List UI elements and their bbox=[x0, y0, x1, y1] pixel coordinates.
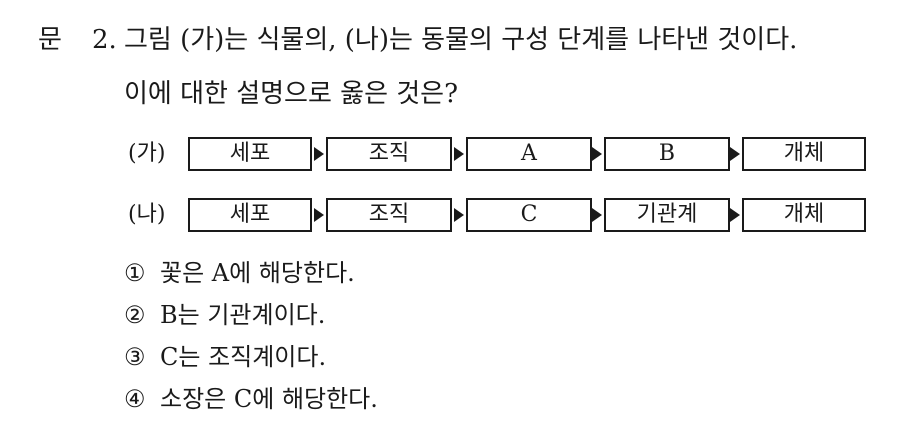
answer-option-1[interactable]: ① 꽃은 A에 해당한다. bbox=[124, 258, 355, 288]
animal-row-label: (나) bbox=[128, 202, 166, 227]
right-arrow-icon bbox=[730, 208, 740, 222]
plant-step-organism: 개체 bbox=[742, 137, 866, 171]
option-text: C는 조직계이다. bbox=[160, 343, 327, 371]
option-number: ③ bbox=[124, 343, 146, 371]
option-number: ① bbox=[124, 259, 146, 287]
option-text: 꽃은 A에 해당한다. bbox=[160, 259, 355, 287]
animal-step-organ-system: 기관계 bbox=[604, 198, 730, 232]
plant-row-label: (가) bbox=[128, 141, 166, 166]
question-stem-line-2: 이에 대한 설명으로 옳은 것은? bbox=[124, 79, 459, 109]
answer-option-4[interactable]: ④ 소장은 C에 해당한다. bbox=[124, 384, 378, 414]
animal-step-c: C bbox=[466, 198, 592, 232]
animal-step-tissue: 조직 bbox=[326, 198, 452, 232]
option-text: 소장은 C에 해당한다. bbox=[160, 385, 378, 413]
option-text: B는 기관계이다. bbox=[160, 301, 326, 329]
right-arrow-icon bbox=[592, 147, 602, 161]
right-arrow-icon bbox=[454, 147, 464, 161]
right-arrow-icon bbox=[592, 208, 602, 222]
right-arrow-icon bbox=[730, 147, 740, 161]
option-number: ② bbox=[124, 301, 146, 329]
right-arrow-icon bbox=[454, 208, 464, 222]
question-stem-line-1: 그림 (가)는 식물의, (나)는 동물의 구성 단계를 나타낸 것이다. bbox=[124, 25, 798, 55]
question-number: 2. bbox=[92, 25, 117, 55]
answer-option-2[interactable]: ② B는 기관계이다. bbox=[124, 300, 325, 330]
plant-step-a: A bbox=[466, 137, 592, 171]
animal-step-organism: 개체 bbox=[742, 198, 866, 232]
right-arrow-icon bbox=[314, 147, 324, 161]
question-label: 문 bbox=[38, 25, 62, 55]
right-arrow-icon bbox=[314, 208, 324, 222]
answer-option-3[interactable]: ③ C는 조직계이다. bbox=[124, 342, 326, 372]
option-number: ④ bbox=[124, 385, 146, 413]
plant-step-b: B bbox=[604, 137, 730, 171]
animal-step-cell: 세포 bbox=[188, 198, 312, 232]
plant-step-cell: 세포 bbox=[188, 137, 312, 171]
plant-step-tissue: 조직 bbox=[326, 137, 452, 171]
